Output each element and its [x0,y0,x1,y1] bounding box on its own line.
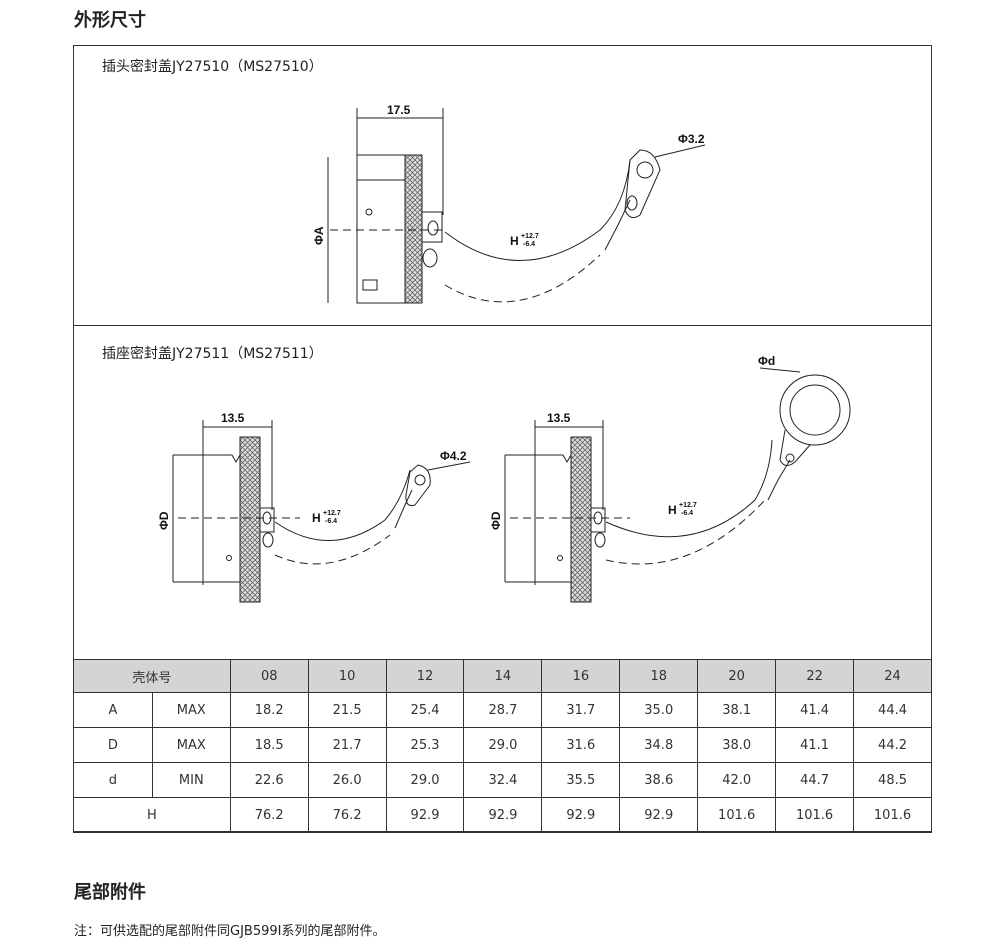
divider [73,325,932,326]
table-cell: 22.6 [229,762,309,798]
table-cell: 26.0 [307,762,387,798]
table-cell: 41.1 [775,727,855,763]
table-cell: 42.0 [697,762,777,798]
header-cell: 22 [775,659,855,693]
table-cell: 18.2 [229,692,309,728]
receptacle-cap-drawing-left [172,420,471,603]
table-cell: 76.2 [229,797,309,833]
plug-cap-drawing [327,108,706,304]
table-cell: 38.6 [619,762,699,798]
header-cell: 14 [463,659,543,693]
table-cell: 92.9 [385,797,465,833]
section-title-tail: 尾部附件 [74,882,146,903]
header-shell-size: 壳体号 [73,659,231,693]
table-cell: 31.7 [541,692,621,728]
header-cell: 24 [853,659,932,693]
table-cell: A [73,692,153,728]
table-cell: MAX [151,727,231,763]
tail-note: 注：可供选配的尾部附件同GJB599Ⅰ系列的尾部附件。 [74,924,386,939]
header-cell: 10 [307,659,387,693]
tol-plus: +12.7 [679,502,697,509]
table-cell: 34.8 [619,727,699,763]
table-cell: 25.4 [385,692,465,728]
table-cell: 21.7 [307,727,387,763]
dim-diameter-label: ΦA [312,226,326,245]
dim-h-label: H [668,503,677,517]
table-cell: 44.4 [853,692,932,728]
dim-hole-label: Φ4.2 [440,449,467,463]
dim-h-label: H [312,511,321,525]
tol-plus: +12.7 [323,510,341,517]
table-cell: 41.4 [775,692,855,728]
dim-width-label: 17.5 [387,103,411,117]
tol-minus: -6.4 [681,510,693,517]
table-cell: MAX [151,692,231,728]
header-cell: 18 [619,659,699,693]
dim-hole-label: Φd [758,354,775,368]
drawings: 17.5 ΦA Φ3.2 H +12.7 -6.4 13.5 ΦD Φ4.2 H… [157,103,851,603]
table-cell: D [73,727,153,763]
table-cell: 29.0 [385,762,465,798]
table-cell: 32.4 [463,762,543,798]
table-cell: 35.5 [541,762,621,798]
table-cell: 25.3 [385,727,465,763]
table-cell: 101.6 [853,797,932,833]
table-cell: 92.9 [619,797,699,833]
table-header-row: 壳体号 08 10 12 14 16 18 20 22 24 [73,659,932,693]
tol-minus: -6.4 [523,241,535,248]
dim-width-label: 13.5 [547,411,571,425]
table-cell: MIN [151,762,231,798]
table-cell: H [73,797,231,833]
header-cell: 08 [229,659,309,693]
table-cell: 44.7 [775,762,855,798]
dim-h-label: H [510,234,519,248]
header-cell: 12 [385,659,465,693]
receptacle-cap-drawing-right [504,367,851,603]
table-cell: 101.6 [697,797,777,833]
table-cell: 18.5 [229,727,309,763]
dim-diameter-label: ΦD [157,511,171,530]
tol-minus: -6.4 [325,518,337,525]
receptacle-cap-caption: 插座密封盖JY27511（MS27511） [102,346,323,362]
header-cell: 20 [697,659,777,693]
table-cell: 38.1 [697,692,777,728]
table-cell: d [73,762,153,798]
dim-hole-label: Φ3.2 [678,132,705,146]
table-cell: 29.0 [463,727,543,763]
dim-width-label: 13.5 [221,411,245,425]
section-title-dimensions: 外形尺寸 [74,10,146,31]
table-cell: 101.6 [775,797,855,833]
plug-cap-caption: 插头密封盖JY27510（MS27510） [102,59,323,75]
table-cell: 31.6 [541,727,621,763]
table-cell: 28.7 [463,692,543,728]
table-cell: 48.5 [853,762,932,798]
table-cell: 38.0 [697,727,777,763]
table-cell: 76.2 [307,797,387,833]
dim-diameter-label: ΦD [489,511,503,530]
table-cell: 92.9 [541,797,621,833]
header-cell: 16 [541,659,621,693]
tol-plus: +12.7 [521,233,539,240]
table-cell: 44.2 [853,727,932,763]
table-cell: 35.0 [619,692,699,728]
table-cell: 92.9 [463,797,543,833]
table-cell: 21.5 [307,692,387,728]
